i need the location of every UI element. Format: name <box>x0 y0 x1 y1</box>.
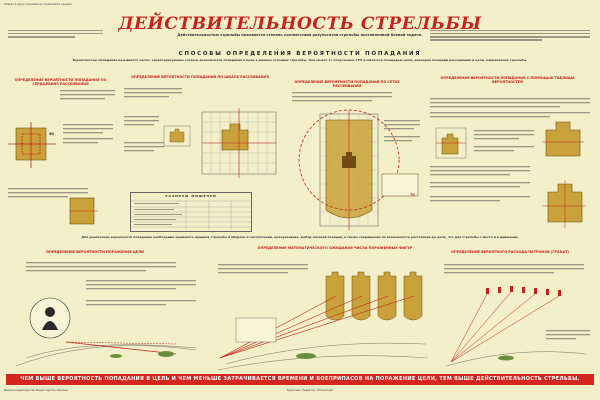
panel-grid-diagram <box>292 92 420 230</box>
label-fifty: 50 <box>49 132 54 136</box>
bottom-note: Для увеличения вероятности попадания нео… <box>81 235 519 239</box>
target-size-table: РАЗМЕРЫ МИШЕНЕЙ <box>130 192 252 232</box>
panel-table-diagram <box>430 98 590 228</box>
top-note: Плакат к курсу стрельбы из стрелкового о… <box>4 3 72 6</box>
panel-title-scale: ОПРЕДЕЛЕНИЕ ВЕРОЯТНОСТИ ПОПАДАНИЯ ПО ШКА… <box>131 75 269 79</box>
footer-left: Военное издательство Министерства оборон… <box>4 389 69 392</box>
footer-center: Художник. Редактор. Отпечатано <box>286 389 334 392</box>
right-top-text <box>430 30 590 42</box>
panel-title-hit-prob: ОПРЕДЕЛЕНИЕ ВЕРОЯТНОСТИ ПОРАЖЕНИЯ ЦЕЛИ <box>46 250 144 254</box>
section-heading: СПОСОБЫ ОПРЕДЕЛЕНИЯ ВЕРОЯТНОСТИ ПОПАДАНИ… <box>178 51 422 57</box>
panel-title-core: ОПРЕДЕЛЕНИЕ ВЕРОЯТНОСТИ ПОПАДАНИЯ ПО СЕР… <box>14 78 107 86</box>
panel-scale-diagram <box>124 88 277 178</box>
poster-subtitle: Действительностью стрельбы называется ст… <box>177 33 423 37</box>
lower-band-illustrations <box>6 258 594 372</box>
poster-title: ДЕЙСТВИТЕЛЬНОСТЬ СТРЕЛЬБЫ <box>118 14 482 34</box>
panel-title-grid: ОПРЕДЕЛЕНИЕ ВЕРОЯТНОСТИ ПОПАДАНИЯ ПО СЕТ… <box>294 80 400 88</box>
left-top-text <box>8 30 103 39</box>
panel-title-cartridges: ОПРЕДЕЛЕНИЕ ВЕРОЯТНОГО РАСХОДА ПАТРОНОВ … <box>451 250 569 254</box>
panel-title-expected: ОПРЕДЕЛЕНИЕ МАТЕМАТИЧЕСКОГО ОЖИДАНИЯ ЧИС… <box>257 246 413 250</box>
label-seventy: 70 <box>410 193 415 197</box>
conclusion-banner: ЧЕМ ВЫШЕ ВЕРОЯТНОСТЬ ПОПАДАНИЯ В ЦЕЛЬ И … <box>6 374 594 385</box>
target-silhouette <box>221 123 249 151</box>
table-title: РАЗМЕРЫ МИШЕНЕЙ <box>165 194 217 198</box>
panel-core-diagram <box>8 90 115 225</box>
intro-text: Вероятностью попадания называется число,… <box>72 58 528 62</box>
panel-title-table: ОПРЕДЕЛЕНИЕ ВЕРОЯТНОСТИ ПОПАДАНИЯ С ПОМО… <box>440 76 575 84</box>
